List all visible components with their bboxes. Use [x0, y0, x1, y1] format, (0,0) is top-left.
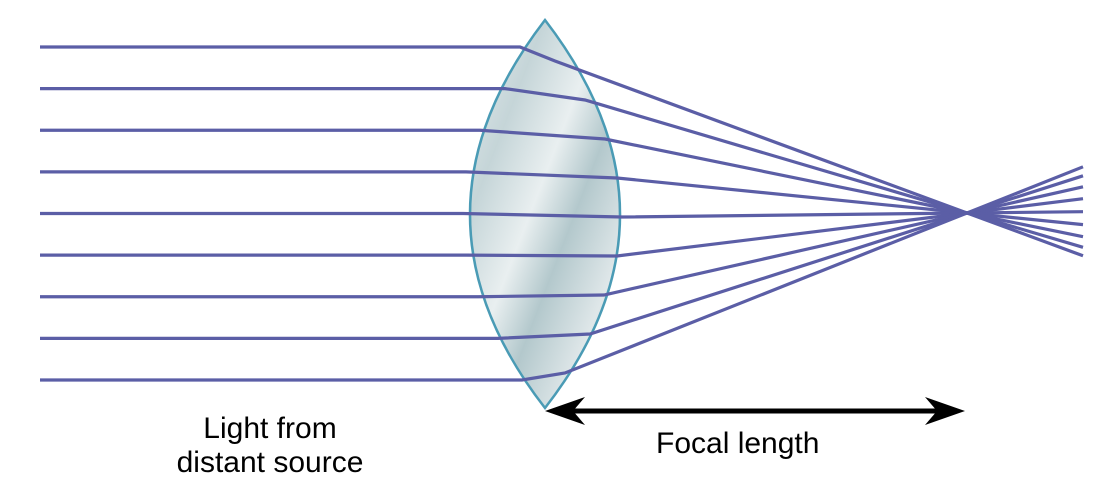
light-ray — [40, 174, 1084, 340]
focal-length-arrow-right-head — [925, 397, 965, 425]
light-ray — [40, 197, 1084, 258]
light-ray — [40, 87, 1084, 249]
light-ray — [40, 185, 1084, 299]
focal-length-label: Focal length — [656, 427, 820, 460]
light-ray — [40, 210, 1084, 219]
light-source-label-line1: Light from — [203, 412, 337, 445]
focal-length-arrow — [545, 397, 965, 425]
light-ray — [40, 128, 1084, 239]
focal-length-arrow-left-head — [545, 397, 585, 425]
light-source-label: Light from distant source — [158, 412, 382, 480]
light-rays — [40, 45, 1084, 382]
light-source-label-line2: distant source — [176, 446, 364, 479]
light-ray — [40, 45, 1084, 258]
light-ray — [40, 170, 1084, 227]
light-ray — [40, 165, 1084, 382]
